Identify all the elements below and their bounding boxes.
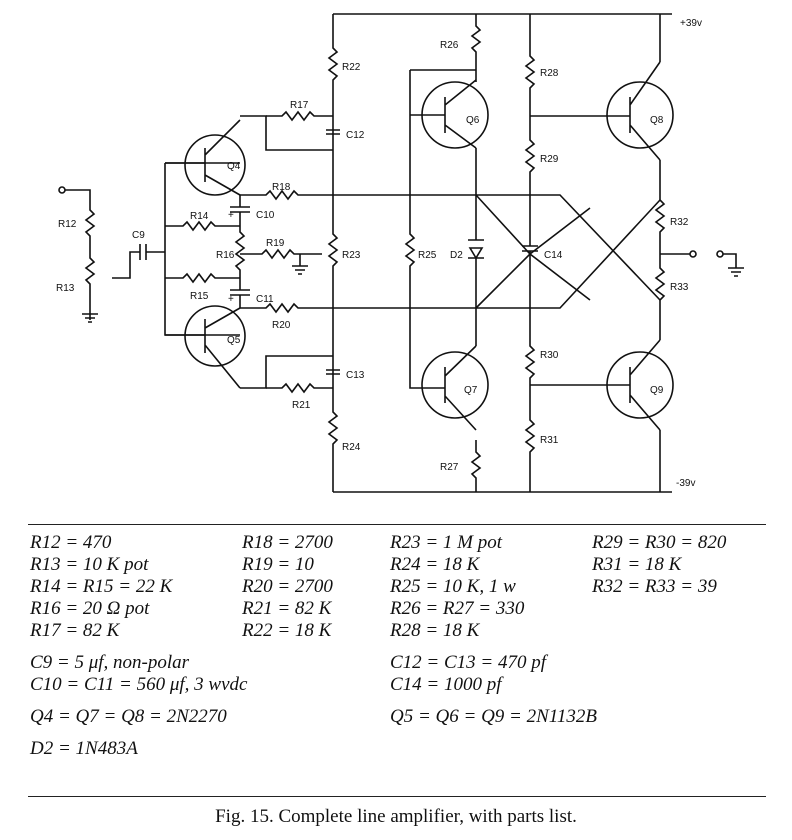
transistor-q9 [606,339,674,431]
parts-r1c1: R19 = 10 [242,554,314,575]
cap-row1-right: C14 = 1000 pf [390,674,502,695]
c10-plus-label: + [228,210,234,221]
r14-label: R14 [190,211,209,222]
wiring [58,13,744,493]
r13-label: R13 [56,283,75,294]
q5-label: Q5 [227,335,241,346]
parts-r0c1: R18 = 2700 [242,532,333,553]
transistor-q8 [606,61,674,161]
parts-r2c0: R14 = R15 = 22 K [30,576,173,597]
r27-label: R27 [440,462,459,473]
transistor-q6 [410,79,489,149]
q8-label: Q8 [650,115,664,126]
amplifier-schematic: +39v -39v Q4 Q5 Q6 Q7 Q8 Q9 R12 R13 R14 … [56,13,744,493]
transistor-q5 [165,305,246,389]
c10-label: C10 [256,210,275,221]
r24-label: R24 [342,442,361,453]
c13-label: C13 [346,370,365,381]
c11-label: C11 [256,294,274,305]
parts-r0c3: R29 = R30 = 820 [592,532,727,553]
c11-plus-label: + [228,294,234,305]
transistor-q4 [165,119,246,196]
r26-label: R26 [440,40,459,51]
parts-r3c0: R16 = 20 Ω pot [30,598,150,619]
parts-r2c2: R25 = 10 K, 1 w [390,576,516,597]
r16-label: R16 [216,250,235,261]
d2-label: D2 [450,250,463,261]
r18-label: R18 [272,182,291,193]
supply-pos-label: +39v [680,18,702,29]
parts-r3c1: R21 = 82 K [242,598,332,619]
r22-label: R22 [342,62,361,73]
transistor-row-left: Q4 = Q7 = Q8 = 2N2270 [30,706,227,727]
r33-label: R33 [670,282,689,293]
parts-r2c3: R32 = R33 = 39 [592,576,717,597]
parts-r2c1: R20 = 2700 [242,576,333,597]
r28-label: R28 [540,68,559,79]
r19-label: R19 [266,238,285,249]
parts-r4c1: R22 = 18 K [242,620,332,641]
q4-label: Q4 [227,161,241,172]
q9-label: Q9 [650,385,664,396]
r21-label: R21 [292,400,311,411]
parts-r4c0: R17 = 82 K [30,620,120,641]
r23-label: R23 [342,250,361,261]
parts-r3c2: R26 = R27 = 330 [390,598,525,619]
parts-r1c2: R24 = 18 K [390,554,480,575]
parts-r1c0: R13 = 10 K pot [30,554,149,575]
diode-row: D2 = 1N483A [30,738,138,759]
component-labels: +39v -39v Q4 Q5 Q6 Q7 Q8 Q9 R12 R13 R14 … [56,18,702,489]
q6-label: Q6 [466,115,480,126]
figure-caption: Fig. 15. Complete line amplifier, with p… [215,806,577,827]
parts-r4c2: R28 = 18 K [390,620,480,641]
supply-neg-label: -39v [676,478,695,489]
r12-label: R12 [58,219,77,230]
top-rule [28,524,766,525]
r17-label: R17 [290,100,309,111]
transistor-row-right: Q5 = Q6 = Q9 = 2N1132B [390,706,597,727]
r31-label: R31 [540,435,559,446]
cap-row0-left: C9 = 5 μf, non-polar [30,652,190,673]
c12-label: C12 [346,130,365,141]
r25-label: R25 [418,250,437,261]
cap-row1-left: C10 = C11 = 560 μf, 3 wvdc [30,674,248,695]
r30-label: R30 [540,350,559,361]
parts-r0c2: R23 = 1 M pot [390,532,503,553]
c9-label: C9 [132,230,145,241]
r32-label: R32 [670,217,689,228]
cap-row0-right: C12 = C13 = 470 pf [390,652,547,673]
q7-label: Q7 [464,385,478,396]
r29-label: R29 [540,154,559,165]
transistor-q7 [421,345,489,431]
c14-label: C14 [544,250,563,261]
r20-label: R20 [272,320,291,331]
r15-label: R15 [190,291,209,302]
bottom-rule [28,796,766,797]
parts-r0c0: R12 = 470 [30,532,112,553]
parts-r1c3: R31 = 18 K [592,554,682,575]
